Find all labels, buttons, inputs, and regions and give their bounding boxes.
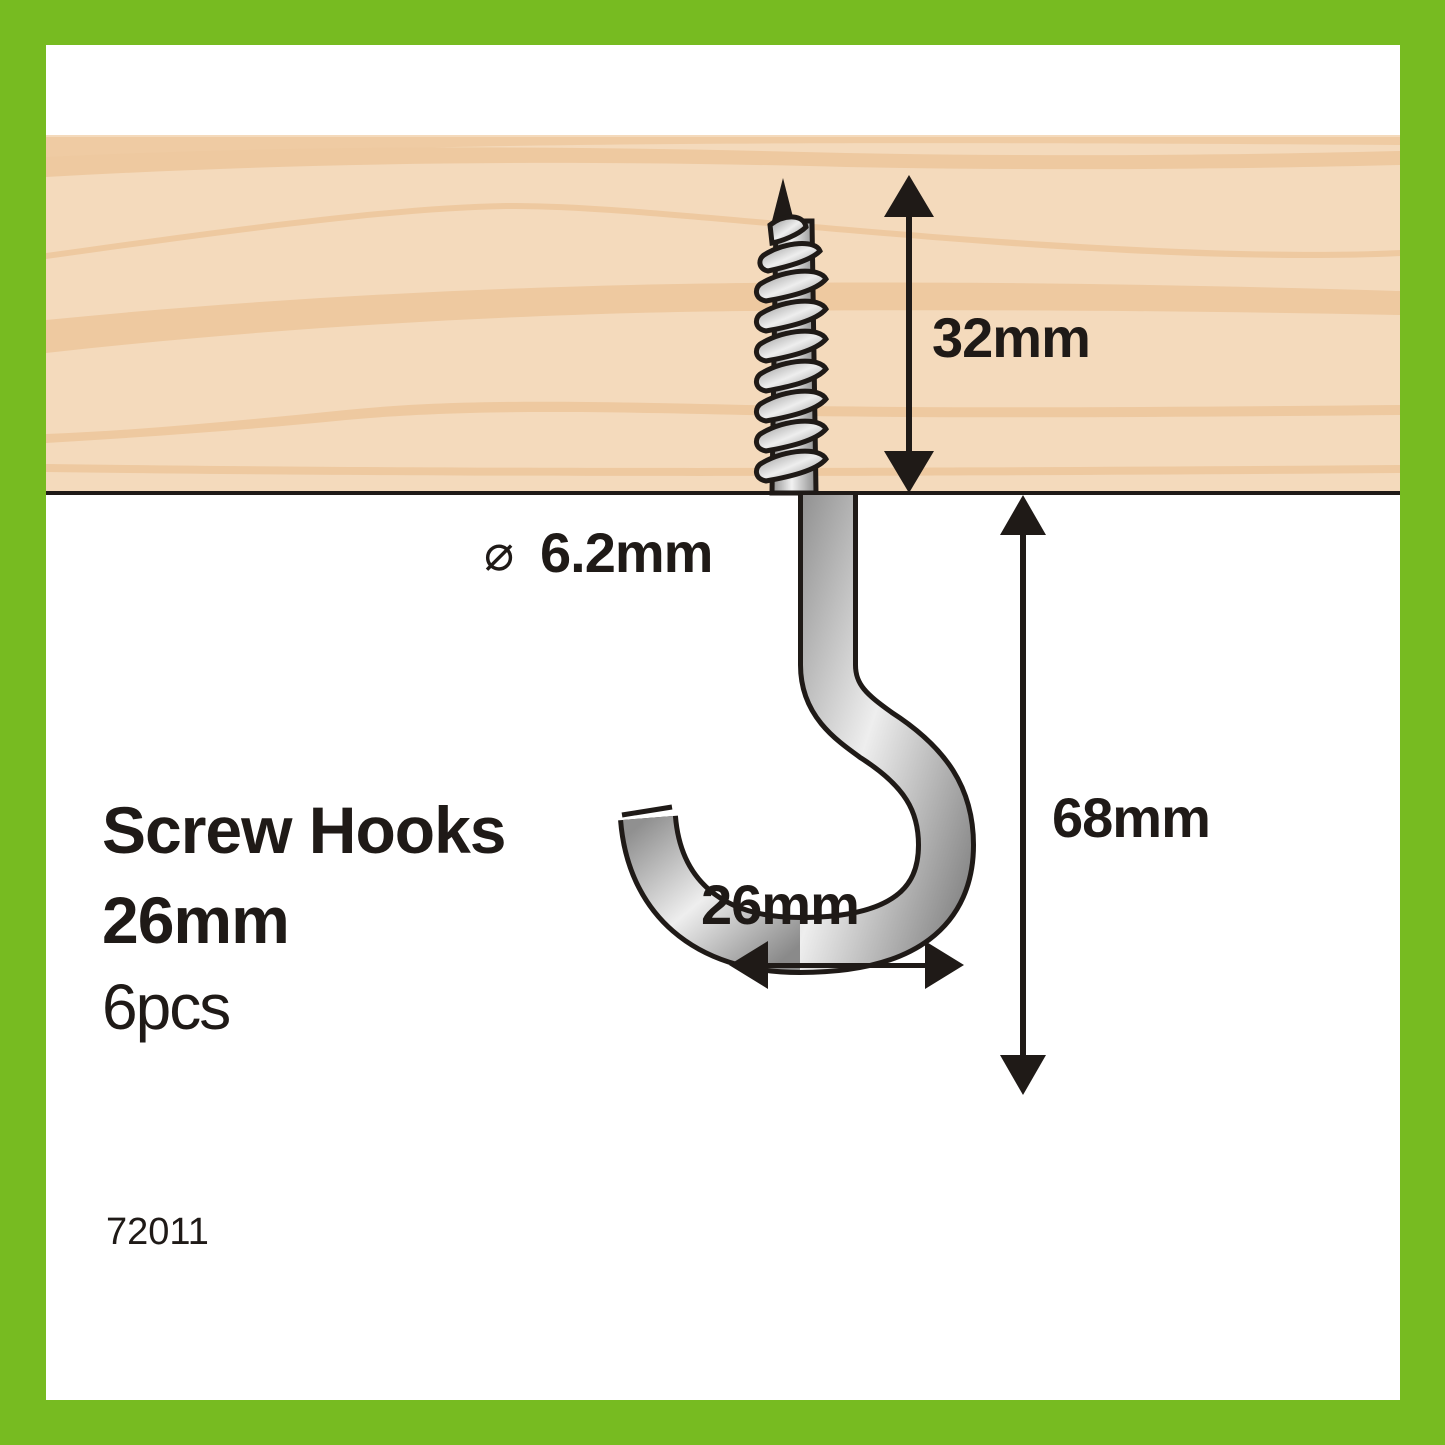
diagram-panel: 32mm ⌀ 6.2mm 68mm 26mm Screw Hooks 26mm …	[46, 45, 1400, 1400]
screw-thread	[754, 178, 829, 496]
product-code: 72011	[106, 1211, 209, 1253]
double-headed-arrow-icon	[1000, 495, 1046, 1095]
diameter-symbol-icon: ⌀	[484, 525, 514, 581]
hook-opening-label: 26mm	[701, 873, 860, 936]
product-quantity: 6pcs	[102, 971, 231, 1043]
shank-length-label: 68mm	[1052, 786, 1211, 849]
thread-length-label: 32mm	[932, 306, 1091, 369]
product-title: Screw Hooks	[102, 793, 506, 867]
double-headed-arrow-icon	[884, 175, 934, 493]
wood-block	[46, 135, 1400, 495]
diagram-artwork	[46, 135, 1400, 1095]
diameter-label: 6.2mm	[540, 521, 713, 584]
double-headed-arrow-icon	[729, 941, 964, 989]
product-size: 26mm	[102, 883, 290, 957]
